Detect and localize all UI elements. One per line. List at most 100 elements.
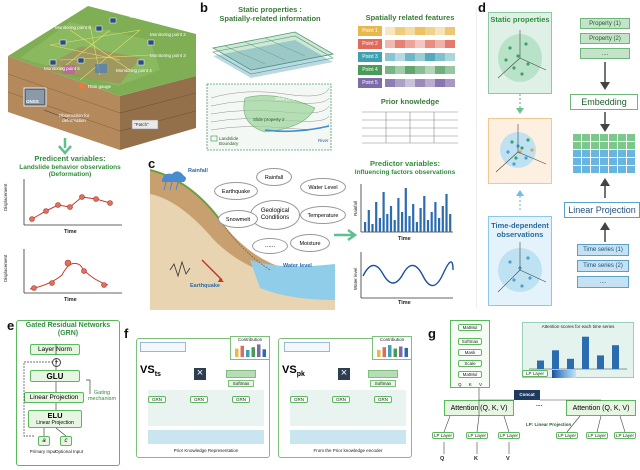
contribution-bar: [246, 350, 250, 357]
rain-bar: [393, 220, 396, 232]
factor-ellipsis: ......: [252, 238, 288, 254]
feature-cell: [415, 40, 425, 48]
panel-label-g: g: [428, 326, 436, 341]
lp-layer-k1: LP Layer: [466, 432, 488, 439]
contribution-bar: [262, 349, 266, 357]
rain-xlabel: Time: [398, 236, 411, 242]
vs-pk-input-row: [290, 430, 406, 444]
elu-box: ELU Linear Projection: [28, 410, 82, 428]
embedding-cell: [573, 158, 581, 165]
embedding-cell: [600, 158, 608, 165]
feature-cell: [415, 27, 425, 35]
feature-cell: [405, 40, 415, 48]
embedding-cell: [618, 150, 626, 157]
static-scatter: [497, 30, 547, 82]
gating-label: Gating mechanism: [87, 390, 117, 402]
bottom-k: K: [474, 456, 478, 462]
mp5-label: Monitoring point 5: [44, 66, 80, 71]
rain-bar: [423, 196, 426, 232]
rain-bar: [382, 192, 385, 232]
terrain-block: [7, 6, 197, 150]
feature-cell: [385, 66, 395, 74]
feature-cell: [445, 27, 455, 35]
rain-bar: [371, 224, 374, 232]
disp-xlabel-1: Time: [64, 229, 77, 235]
feature-cell: [415, 79, 425, 87]
vs-ts-input-row: [148, 430, 264, 444]
arrow-embed-grid: [600, 112, 610, 132]
observation-label: Observation for deformation: [58, 113, 90, 123]
feature-cell: [445, 40, 455, 48]
lp-layer-k2: LP Layer: [586, 432, 608, 439]
disp-ylabel-2: Displacement: [3, 254, 8, 282]
feature-cell: [415, 53, 425, 61]
matmul-bottom: MatMul: [458, 371, 482, 378]
layer-norm-box: Layer Norm: [30, 344, 80, 355]
grn-ts-1: GRN: [148, 396, 166, 403]
time-series-1-box: Time series (1): [577, 244, 629, 256]
feature-cell: [385, 27, 395, 35]
rainfall-ylabel: Rainfall: [353, 200, 358, 216]
lp-layer-v1: LP Layer: [498, 432, 520, 439]
vs-pk-label: VSpk: [282, 364, 305, 379]
displacement-chart-2: [23, 249, 122, 294]
rain-bar: [426, 220, 430, 232]
bottom-q: Q: [440, 456, 445, 462]
rain-bar: [404, 188, 407, 232]
rain-bar: [449, 214, 452, 232]
vs-ts-caption: Prior Knowledge Representation: [173, 448, 239, 453]
rain-bar: [397, 198, 400, 232]
embedding-cell: [618, 166, 626, 173]
time-series-more-box: ....: [577, 276, 629, 288]
earthquake-label: Earthquake: [190, 283, 220, 289]
spatial-title: Spatially related features: [365, 13, 455, 22]
grn-pk-3: GRN: [374, 396, 392, 403]
dashed-arrow-static: [516, 94, 524, 114]
feature-cell: [415, 66, 425, 74]
contribution-chart-left: [235, 344, 266, 357]
contribution-bar: [377, 350, 381, 357]
attention-bar: [597, 355, 604, 369]
time-dependent-label: Time-dependent observations: [491, 221, 549, 239]
grn-connectors: [23, 344, 91, 437]
static-title: Static properties : Spatially-related in…: [219, 5, 321, 23]
embedding-cell: [582, 134, 590, 141]
rain-bar: [445, 194, 448, 232]
feature-cell: [395, 79, 405, 87]
embedding-cell: [591, 142, 599, 149]
embedding-cell: [591, 158, 599, 165]
feature-cell: [385, 79, 395, 87]
vs-ts-output: [140, 342, 186, 352]
rain-bar: [430, 212, 433, 232]
concat-box: Concat: [514, 390, 540, 400]
time-series-2-box: Time series (2): [577, 260, 629, 272]
rain-bar: [367, 210, 370, 232]
feature-cell: [385, 53, 395, 61]
embedding-cell: [573, 150, 581, 157]
embedding-cell: [582, 150, 590, 157]
feature-cell: [395, 66, 405, 74]
predictor-title: Predictor variables: Influencing factors…: [354, 159, 456, 176]
rainfall-label: Rainfall: [188, 168, 208, 174]
primary-input-label: Primary Input: [29, 449, 57, 454]
attention-scores-box: Attention scores for each time series: [522, 322, 634, 378]
rain-bar: [408, 216, 411, 232]
embedding-cell: [627, 142, 635, 149]
lp-layer-top: LP Layer: [522, 370, 548, 377]
vs-pk-contribution-box: Contribution: [372, 336, 412, 360]
slope-cross-section: [150, 169, 335, 310]
embedding-cell: [582, 158, 590, 165]
optional-input-label: Optional Input: [54, 449, 84, 454]
water-xlabel: Time: [398, 300, 411, 306]
contribution-bar: [257, 344, 261, 357]
embedding-cell: [573, 166, 581, 173]
feature-cell: [425, 79, 435, 87]
softmax-left: Softmax: [228, 380, 254, 387]
vs-pk-output: [284, 342, 330, 352]
mask-g: Mask: [458, 349, 482, 356]
lp-layer-v2: LP Layer: [614, 432, 636, 439]
mp6-label: Monitoring point 6: [55, 25, 91, 30]
prior-knowledge-title: Prior knowledge: [380, 97, 440, 106]
feature-cell: [425, 27, 435, 35]
property-2-box: Property (2): [580, 33, 630, 44]
